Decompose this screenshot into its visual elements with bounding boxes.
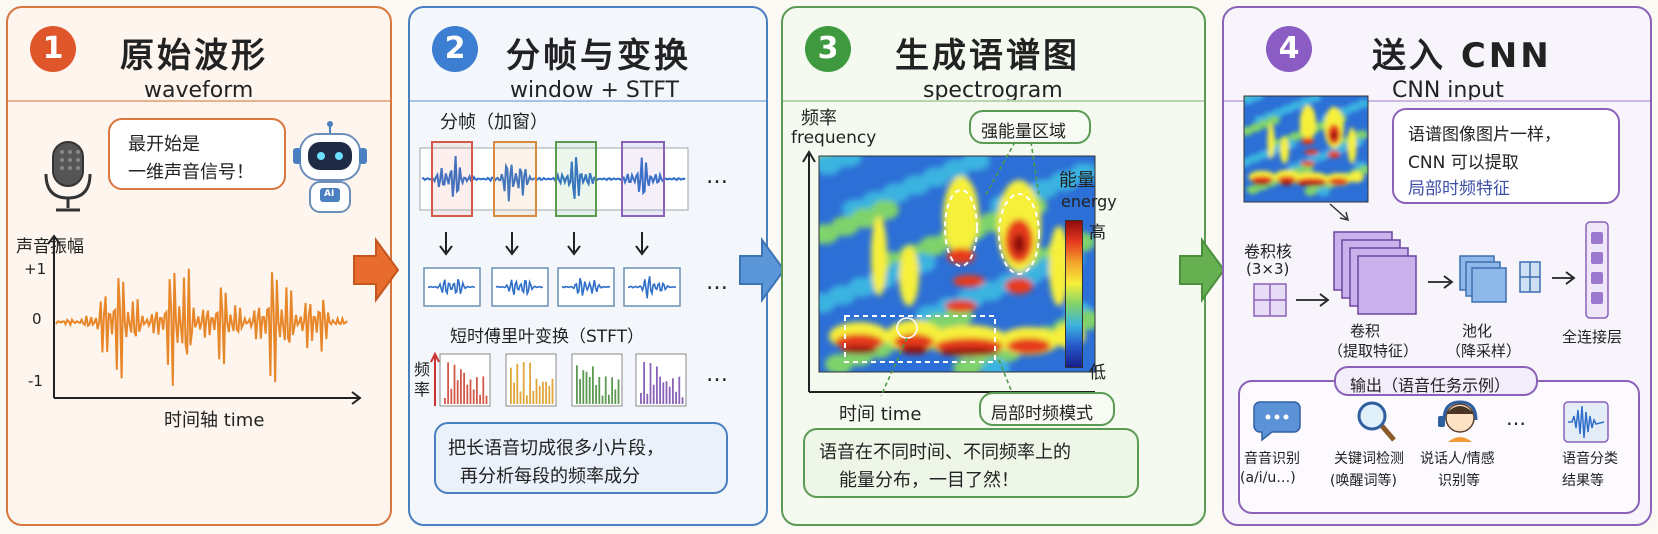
energy-label-cn: 能量 — [1059, 170, 1095, 191]
fc-label: 全连接层 — [1562, 328, 1623, 346]
panel-subtitle: window + STFT — [510, 78, 679, 103]
frame-spectra — [439, 353, 687, 407]
output-title-tag: 输出（语音任务示例） — [1334, 366, 1538, 396]
output-ellipsis: … — [1506, 406, 1526, 430]
bubble-line-1: 最开始是 — [128, 134, 200, 155]
frames-label: 分帧（加窗） — [440, 112, 548, 133]
note-bubble: 把长语音切成很多小片段， 再分析每段的频率成分 — [434, 422, 728, 494]
panel-waveform: 1 原始波形 waveform 最开始是 一维声音信号！ AI 声音振幅 +1 … — [6, 6, 392, 526]
panel-title: 生成语谱图 — [895, 36, 1080, 76]
panel-subtitle: spectrogram — [923, 78, 1063, 103]
callout-strong-text: 强能量区域 — [981, 122, 1066, 142]
cnn-bubble: 语谱图像图片一样， CNN 可以提取 局部时频特征 — [1392, 108, 1620, 204]
kernel-size: (3×3) — [1246, 260, 1290, 278]
segments-ellipsis: … — [706, 270, 728, 295]
bubble-line-3: 局部时频特征 — [1408, 179, 1510, 199]
frame-segments — [423, 267, 681, 307]
flow-arrow-2 — [739, 236, 786, 304]
colorbar-low: 低 — [1089, 363, 1106, 383]
colorbar-high: 高 — [1089, 223, 1106, 243]
waveform-tile-icon — [1563, 401, 1609, 443]
kernel-label: 卷积核 — [1244, 242, 1293, 261]
spectrogram-image — [818, 155, 1096, 373]
output-4-line2: 结果等 — [1562, 473, 1604, 489]
divider — [410, 100, 766, 102]
robot-badge: AI — [324, 189, 335, 199]
speech-bubble: 最开始是 一维声音信号！ — [108, 118, 286, 190]
note-line-1: 把长语音切成很多小片段， — [448, 438, 664, 459]
output-1-line2: (a/i/u…) — [1240, 470, 1296, 486]
panel-subtitle: waveform — [144, 78, 254, 103]
bubble-line-2: 一维声音信号！ — [128, 162, 254, 183]
note-line-2: 再分析每段的频率成分 — [460, 466, 640, 487]
panel-spectrogram: 3 生成语谱图 spectrogram 频率 frequency 强能量区域 能… — [781, 6, 1206, 526]
tick-mid: 0 — [32, 310, 42, 328]
note-line-1: 语音在不同时间、不同频率上的 — [819, 442, 1071, 463]
output-2-line1: 关键词检测 — [1334, 451, 1404, 467]
energy-colorbar — [1065, 220, 1083, 368]
spectra-ellipsis: … — [706, 362, 728, 387]
energy-label-en: energy — [1061, 192, 1117, 211]
divider — [1224, 100, 1650, 102]
callout-leader-lines — [880, 141, 1040, 397]
waveform-plot — [47, 234, 362, 405]
callout-strong-energy: 强能量区域 — [969, 110, 1091, 144]
x-axis-label: 时间 time — [839, 404, 922, 425]
step-number-4: 4 — [1266, 26, 1312, 72]
step-number-2: 2 — [432, 26, 478, 72]
divider — [783, 100, 1204, 102]
frequency-label: 频率 — [414, 360, 431, 399]
note-line-2: 能量分布，一目了然！ — [839, 470, 1019, 491]
output-1-line1: 音音识别 — [1244, 451, 1300, 467]
framed-signal — [419, 141, 689, 217]
panel-title: 分帧与变换 — [506, 36, 691, 76]
stft-label: 短时傅里叶变换（STFT） — [450, 327, 645, 347]
frames-ellipsis: … — [706, 164, 728, 189]
y-label-en: frequency — [791, 128, 877, 148]
output-3-line1: 说话人/情感 — [1420, 451, 1495, 467]
y-label-cn: 频率 — [801, 108, 837, 129]
pool-desc: （降采样） — [1446, 342, 1522, 360]
frequency-arrow — [430, 351, 440, 406]
panel-cnn: 4 送入 CNN CNN input 语谱图像图片一样， CNN 可以提取 局部… — [1222, 6, 1652, 526]
cnn-architecture — [1253, 203, 1609, 319]
robot-icon — [293, 121, 367, 213]
callout-local-text: 局部时频模式 — [991, 404, 1093, 424]
output-3-line2: 识别等 — [1438, 473, 1480, 489]
down-arrows — [439, 232, 649, 256]
panel-stft: 2 分帧与变换 window + STFT 分帧（加窗） … … 短时傅里叶变换… — [408, 6, 768, 526]
note-bubble: 语音在不同时间、不同频率上的 能量分布，一目了然！ — [803, 428, 1139, 498]
tick-top: +1 — [24, 260, 47, 278]
microphone-icon — [44, 141, 92, 212]
output-title: 输出（语音任务示例） — [1350, 376, 1511, 395]
panel-title: 原始波形 — [120, 36, 268, 76]
chat-icon — [1253, 401, 1301, 442]
callout-local-pattern: 局部时频模式 — [979, 392, 1115, 426]
x-axis-label: 时间轴 time — [164, 410, 265, 431]
flow-arrow-1 — [353, 236, 400, 304]
panel-title: 送入 CNN — [1372, 36, 1552, 76]
step-number-1: 1 — [30, 26, 76, 72]
y-axis-label: 声音振幅 — [16, 237, 84, 257]
search-icon — [1357, 401, 1396, 442]
panel-subtitle: CNN input — [1392, 78, 1504, 103]
tick-bottom: -1 — [28, 372, 43, 390]
pool-label: 池化 — [1462, 322, 1493, 340]
person-headset-icon — [1438, 400, 1478, 442]
output-2-line2: (唤醒词等) — [1330, 473, 1397, 489]
conv-label: 卷积 — [1350, 322, 1381, 340]
output-4-line1: 语音分类 — [1562, 451, 1618, 467]
flow-arrow-3 — [1179, 236, 1226, 304]
spectrogram-thumbnail — [1243, 95, 1369, 203]
step-number-3: 3 — [805, 26, 851, 72]
output-icons — [1253, 400, 1609, 443]
bubble-line-2: CNN 可以提取 — [1408, 153, 1519, 173]
bubble-line-1: 语谱图像图片一样， — [1408, 125, 1561, 145]
divider — [8, 100, 390, 102]
conv-desc: （提取特征） — [1328, 342, 1419, 360]
